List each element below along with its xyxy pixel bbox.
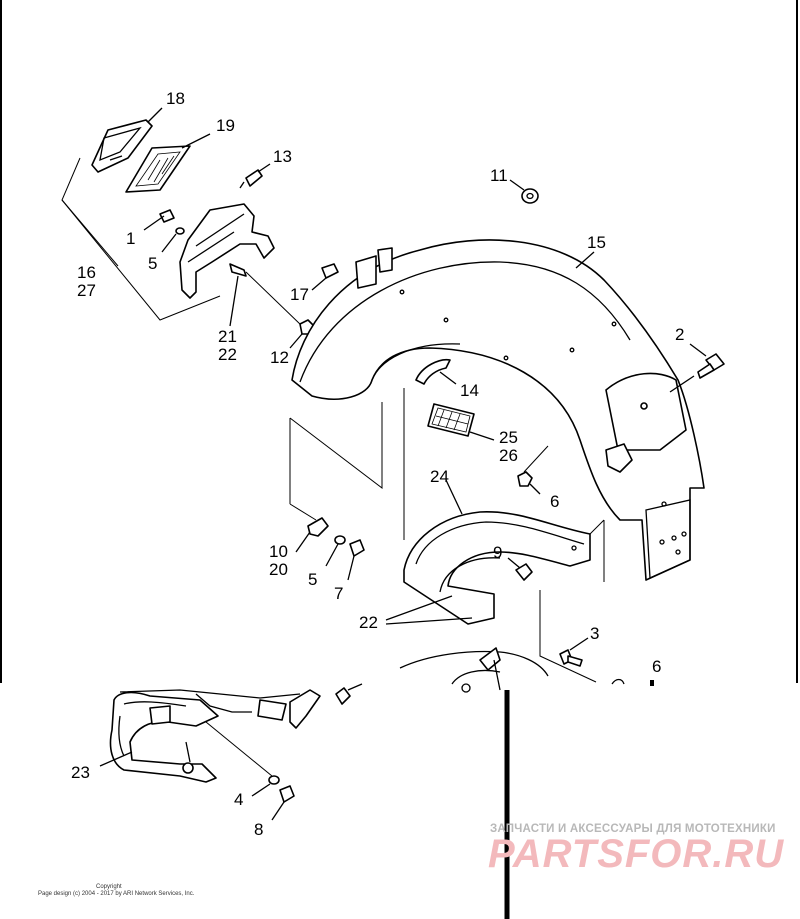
- part-22-leaders: [385, 595, 473, 625]
- callout-13: 13: [273, 147, 292, 166]
- part-14-trim-strip: [415, 358, 457, 385]
- part-17-spacer: [311, 263, 339, 291]
- part-5-washer-lower: [325, 535, 346, 567]
- part-7-nut: [347, 539, 365, 581]
- callout-27: 27: [77, 281, 96, 300]
- part-10-20-clip: [295, 517, 329, 553]
- callout-2: 2: [675, 325, 684, 344]
- part-6-nut-upper: [517, 445, 549, 495]
- callout-16: 16: [77, 263, 96, 282]
- part-13-stud: [239, 163, 271, 189]
- callout-7: 7: [334, 584, 343, 603]
- part-4-washer: [205, 721, 280, 797]
- part-11-grommet: [509, 179, 539, 204]
- callout-20: 20: [269, 560, 288, 579]
- watermark-logo: PARTSFOR.RU: [488, 832, 785, 876]
- part-21-22-pin: [229, 263, 303, 327]
- callout-25: 25: [499, 428, 518, 447]
- callout-24: 24: [430, 467, 449, 486]
- part-23-saddlebag-rail: [99, 691, 219, 783]
- callout-labels: 18 19 13 11 15 1 5 16 27 17 21 22 12 2 1…: [71, 89, 684, 839]
- callout-8: 8: [254, 820, 263, 839]
- callout-17: 17: [290, 285, 309, 304]
- part-18-reflector-housing: [91, 107, 163, 173]
- callout-26: 26: [499, 446, 518, 465]
- part-2-bolt: [669, 343, 725, 393]
- copyright-note: Copyright Page design (c) 2004 - 2017 by…: [38, 884, 194, 898]
- part-25-26-grille: [427, 403, 495, 441]
- part-8-nut: [271, 785, 295, 821]
- callout-14: 14: [460, 381, 479, 400]
- callout-22-lower: 22: [359, 613, 378, 632]
- callout-9: 9: [493, 543, 502, 562]
- callout-18: 18: [166, 89, 185, 108]
- callout-15: 15: [587, 233, 606, 252]
- part-9-clip-nut: [507, 557, 533, 581]
- part-15-rear-fender: [291, 239, 705, 581]
- lower-frame-fragment: [119, 647, 549, 729]
- part-5-washer: [161, 227, 185, 253]
- callout-12: 12: [270, 348, 289, 367]
- part-16-27-reflector-bracket: [179, 203, 275, 299]
- copyright-text: Page design (c) 2004 - 2017 by ARI Netwo…: [38, 891, 195, 897]
- part-19-reflector-lens: [125, 133, 211, 193]
- callout-10: 10: [269, 542, 288, 561]
- callout-22-upper: 22: [218, 345, 237, 364]
- callout-5-lower: 5: [308, 570, 317, 589]
- callout-1: 1: [126, 229, 135, 248]
- callout-3: 3: [590, 624, 599, 643]
- callout-19: 19: [216, 116, 235, 135]
- callout-4: 4: [234, 790, 243, 809]
- callout-21: 21: [218, 327, 237, 346]
- watermark-tagline: ЗАПЧАСТИ И АКСЕССУАРЫ ДЛЯ МОТОТЕХНИКИ: [490, 823, 776, 835]
- frame-guide-lines: [289, 388, 605, 683]
- callout-23: 23: [71, 763, 90, 782]
- part-3-bolt: [559, 637, 589, 667]
- copyright-label: Copyright: [96, 884, 122, 890]
- callout-5-upper: 5: [148, 254, 157, 273]
- callout-11: 11: [490, 166, 508, 185]
- callout-6-upper: 6: [550, 492, 559, 511]
- callout-6-lower: 6: [652, 657, 661, 676]
- part-1-screw: [143, 209, 175, 231]
- group-16-27-bracket-lines: [61, 157, 221, 321]
- part-6-nut-lower: [611, 678, 654, 686]
